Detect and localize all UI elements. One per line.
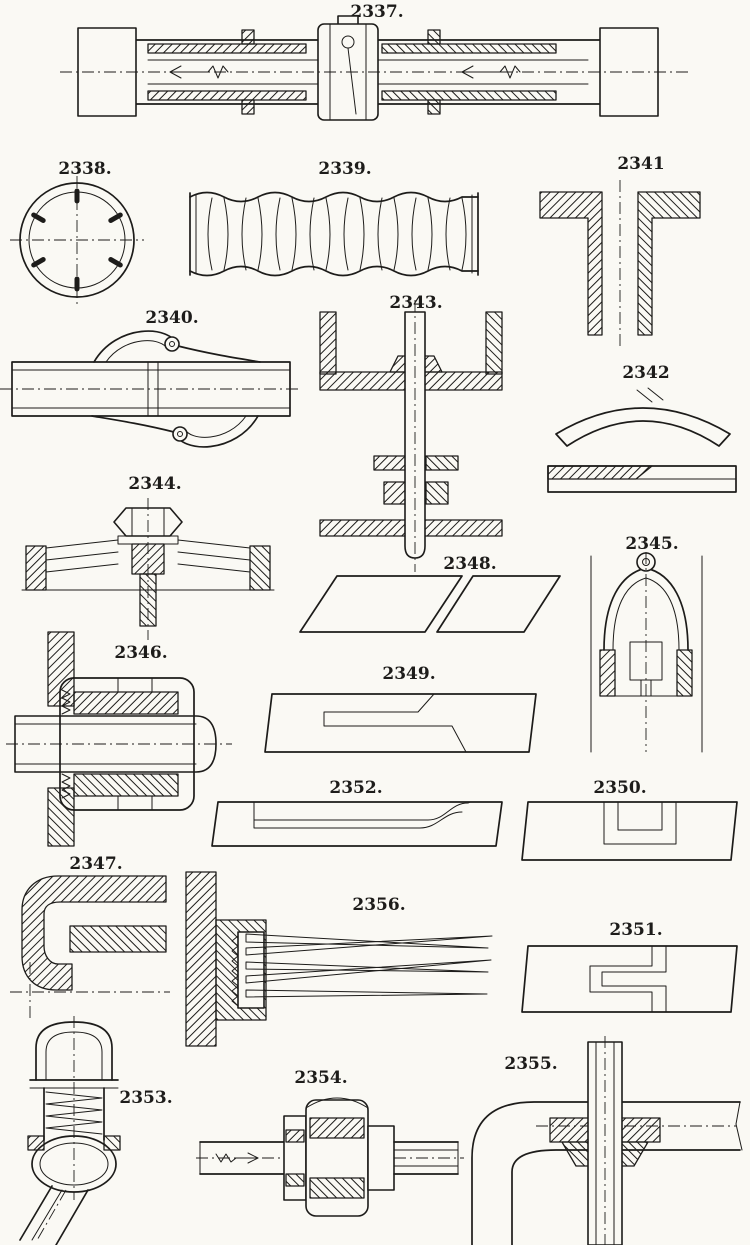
figure-2356-label: 2356. bbox=[352, 895, 405, 915]
figure-2351-label: 2351. bbox=[609, 920, 662, 940]
figure-2350: 2350. bbox=[521, 778, 738, 861]
figure-2348-label: 2348. bbox=[443, 554, 496, 574]
figure-2344: 2344. bbox=[21, 474, 275, 640]
figure-2344-drawing bbox=[21, 498, 275, 640]
figure-2340: 2340. bbox=[0, 308, 300, 448]
figure-2345-label: 2345. bbox=[625, 534, 678, 554]
figure-2343-label: 2343. bbox=[389, 293, 442, 313]
figure-2348-drawing bbox=[299, 575, 561, 633]
figure-2355: 2355. bbox=[471, 1036, 743, 1245]
figure-2345: 2345. bbox=[590, 534, 703, 753]
figure-2354-label: 2354. bbox=[294, 1068, 347, 1088]
figure-2338-label: 2338. bbox=[58, 159, 111, 179]
figure-2351: 2351. bbox=[521, 920, 738, 1013]
figure-2354-drawing bbox=[196, 1097, 464, 1217]
figure-2343: 2343. bbox=[319, 293, 503, 572]
figure-2340-label: 2340. bbox=[145, 308, 198, 328]
figure-2353: 2353. bbox=[19, 1016, 173, 1245]
figure-2342: 2342 bbox=[547, 363, 737, 493]
figure-2350-label: 2350. bbox=[593, 778, 646, 798]
figure-2342-label: 2342 bbox=[622, 363, 669, 383]
figure-2347-label: 2347. bbox=[69, 854, 122, 874]
figure-2352-drawing bbox=[211, 801, 503, 847]
figure-2352-label: 2352. bbox=[329, 778, 382, 798]
figure-2353-label: 2353. bbox=[119, 1088, 172, 1108]
figure-2343-drawing bbox=[319, 300, 503, 572]
figure-2345-drawing bbox=[590, 552, 703, 753]
figure-2346-label: 2346. bbox=[114, 643, 167, 663]
figure-2337: 2337. bbox=[60, 2, 690, 121]
figure-2350-drawing bbox=[521, 801, 738, 861]
figure-2344-label: 2344. bbox=[128, 474, 181, 494]
figure-2349-drawing bbox=[264, 693, 537, 753]
figure-2341-drawing bbox=[539, 180, 701, 348]
figure-2346: 2346. bbox=[6, 631, 232, 847]
figure-2349-label: 2349. bbox=[382, 664, 435, 684]
figure-2356-drawing bbox=[185, 871, 493, 1047]
figure-2346-drawing bbox=[6, 631, 232, 847]
figure-2354: 2354. bbox=[196, 1068, 464, 1217]
figure-2351-drawing bbox=[521, 945, 738, 1013]
figure-2339-label: 2339. bbox=[318, 159, 371, 179]
figure-2342-drawing bbox=[547, 387, 737, 493]
figure-2337-drawing bbox=[60, 15, 690, 121]
figure-2352: 2352. bbox=[211, 778, 503, 847]
figure-2341: 2341 bbox=[539, 154, 701, 348]
figure-2337-label: 2337. bbox=[350, 2, 403, 22]
figure-2355-label: 2355. bbox=[504, 1054, 557, 1074]
figure-2340-drawing bbox=[0, 330, 300, 448]
figure-2341-label: 2341 bbox=[617, 154, 664, 174]
figure-2339: 2339. bbox=[189, 159, 479, 277]
figure-2347-drawing bbox=[10, 875, 170, 1018]
figure-2349: 2349. bbox=[264, 664, 537, 753]
figure-2347: 2347. bbox=[10, 854, 170, 1018]
figure-2339-drawing bbox=[189, 191, 479, 277]
figure-2348: 2348. bbox=[299, 554, 561, 633]
figure-2353-drawing bbox=[19, 1016, 121, 1245]
figure-2338: 2338. bbox=[10, 159, 144, 306]
figure-2338-drawing bbox=[10, 176, 144, 306]
figure-2356: 2356. bbox=[185, 871, 493, 1047]
figure-2355-drawing bbox=[471, 1036, 743, 1245]
